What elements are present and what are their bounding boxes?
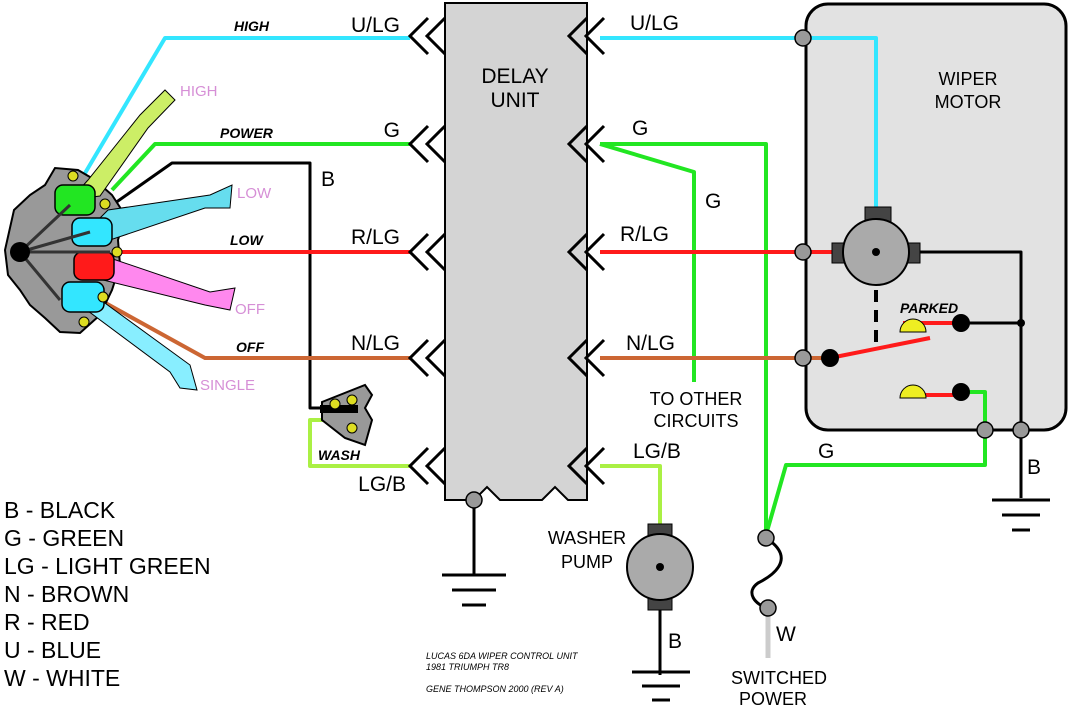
wiper-motor-title-1: WIPER [938, 69, 997, 89]
terminal-left-ulg: U/LG [351, 14, 400, 37]
ground-symbol-pump [632, 670, 690, 702]
terminal-right-lgb: LG/B [633, 440, 681, 463]
wiper-switch [3, 89, 236, 391]
connector-left-g [407, 124, 447, 164]
switch-label-single: SINGLE [200, 377, 255, 394]
wire-ulg-right [600, 36, 878, 214]
ground-symbol-motor [992, 498, 1050, 532]
wire-fuse [750, 536, 783, 610]
wire-label-b-left: B [321, 168, 335, 191]
wire-motor-b [905, 250, 1023, 498]
terminal-right-nlg: N/LG [626, 332, 675, 355]
switch-label-off: OFF [235, 301, 265, 318]
wire-label-g-lower: G [818, 440, 834, 463]
terminal-left-rlg: R/LG [351, 226, 400, 249]
terminal-left-g: G [384, 119, 400, 142]
terminal-right-rlg: R/LG [620, 223, 669, 246]
wire-label-w: W [776, 623, 796, 646]
washer-pump [626, 523, 694, 611]
delay-unit-title-1: DELAY [481, 65, 548, 88]
switch-contact-blue [71, 217, 113, 247]
ground-symbol-delay [442, 573, 506, 607]
terminal-left-lgb: LG/B [358, 473, 406, 496]
wire-label-b-ground: B [1027, 456, 1041, 479]
switch-contact-red [73, 251, 115, 281]
junction-dots [465, 29, 1030, 617]
connector-left-ulg [407, 16, 447, 56]
wire-b-left [107, 161, 330, 410]
switch-arm-off [94, 257, 236, 311]
terminal-right-g: G [632, 117, 648, 140]
legend-item: U - BLUE [4, 637, 101, 663]
connector-left-lgb [407, 446, 447, 486]
switch-label-high: HIGH [180, 83, 218, 100]
connector-left-rlg [407, 232, 447, 272]
wire-label-b-pump: B [668, 630, 682, 653]
connector-right-nlg [566, 338, 606, 378]
left-connectors [407, 16, 447, 486]
switch-arm-low [89, 184, 233, 241]
wire-label-high: HIGH [234, 18, 270, 34]
switched-power-line2: POWER [739, 689, 807, 708]
wire-label-off: OFF [236, 339, 264, 355]
wire-g-right [600, 142, 768, 535]
terminal-left-nlg: N/LG [351, 332, 400, 355]
switched-power-line1: SWITCHED [731, 668, 827, 688]
washer-pump-line2: PUMP [561, 552, 613, 572]
switch-arm-high [68, 89, 176, 201]
wire-g-motor [764, 390, 987, 536]
switch-pivot [10, 242, 30, 262]
legend-item: R - RED [4, 609, 90, 635]
wire-label-wash: WASH [318, 447, 361, 463]
parked-label: PARKED [900, 300, 958, 316]
connector-right-lgb [566, 446, 606, 486]
credit-line-3: GENE THOMPSON 2000 (REV A) [426, 684, 564, 694]
wiper-switch-arm [829, 336, 931, 360]
motor-body [831, 206, 921, 286]
credit-line-1: LUCAS 6DA WIPER CONTROL UNIT [426, 651, 579, 661]
wire-label-g-mid: G [705, 190, 721, 213]
delay-unit-body [444, 2, 588, 501]
other-circuits-line2: CIRCUITS [654, 411, 739, 431]
legend-item: LG - LIGHT GREEN [4, 553, 211, 579]
wash-switch [320, 383, 374, 447]
switch-contact-green [54, 184, 96, 216]
connector-right-ulg [566, 16, 606, 56]
other-circuits-line1: TO OTHER [650, 389, 743, 409]
legend-item: G - GREEN [4, 525, 124, 551]
wire-label-power: POWER [220, 125, 274, 141]
right-connectors [566, 16, 606, 486]
wire-g-other-circuits [599, 142, 696, 382]
switch-arm-single [79, 287, 198, 391]
connector-left-nlg [407, 338, 447, 378]
terminal-right-ulg: U/LG [630, 12, 679, 35]
connector-right-g [566, 124, 606, 164]
legend-item: B - BLACK [4, 497, 116, 523]
wire-lgb-right [600, 464, 662, 528]
wiper-motor-housing [804, 2, 1068, 432]
wire-off-nlg-left [99, 298, 410, 360]
parked-switch-contacts [821, 314, 970, 401]
wiper-motor-title-2: MOTOR [935, 92, 1002, 112]
wire-label-low: LOW [230, 232, 264, 248]
washer-pump-line1: WASHER [548, 528, 626, 548]
credit-line-2: 1981 TRIUMPH TR8 [426, 662, 509, 672]
connector-right-rlg [566, 232, 606, 272]
wire-high-ulg-left [76, 36, 410, 187]
legend-item: N - BROWN [4, 581, 129, 607]
wire-power-g-left [110, 142, 410, 192]
switch-label-low: LOW [237, 185, 272, 202]
delay-unit-title-2: UNIT [491, 89, 540, 112]
legend-item: W - WHITE [4, 665, 120, 691]
color-legend: B - BLACK G - GREEN LG - LIGHT GREEN N -… [4, 497, 211, 691]
